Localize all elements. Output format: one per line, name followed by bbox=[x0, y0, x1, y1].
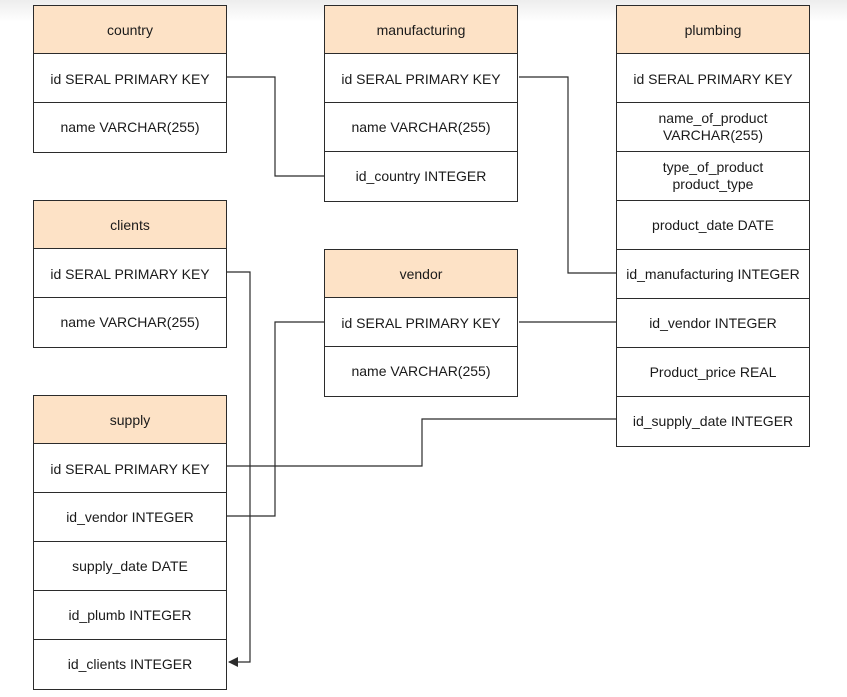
field-label: id SERAL PRIMARY KEY bbox=[341, 71, 501, 87]
field-label: id_vendor INTEGER bbox=[66, 508, 194, 525]
field-row[interactable]: id_country INTEGER bbox=[325, 152, 517, 201]
field-row[interactable]: type_of_product product_type bbox=[617, 152, 809, 201]
field-row[interactable]: product_date DATE bbox=[617, 201, 809, 250]
field-label: id_plumb INTEGER bbox=[68, 606, 192, 623]
entity-vendor[interactable]: vendor id SERAL PRIMARY KEY name VARCHAR… bbox=[324, 249, 518, 397]
field-row[interactable]: id_plumb INTEGER bbox=[34, 591, 226, 640]
field-label: name VARCHAR(255) bbox=[351, 363, 491, 379]
connector-manufacturing-plumbing bbox=[519, 76, 616, 274]
entity-supply[interactable]: supply id SERAL PRIMARY KEY id_vendor IN… bbox=[33, 395, 227, 690]
field-label: name VARCHAR(255) bbox=[60, 314, 200, 330]
field-row[interactable]: id_vendor INTEGER bbox=[617, 299, 809, 348]
entity-title: supply bbox=[34, 396, 226, 444]
field-row[interactable]: Product_price REAL bbox=[617, 348, 809, 397]
field-label: id SERAL PRIMARY KEY bbox=[50, 266, 210, 282]
connector-clients-supply bbox=[227, 271, 251, 667]
entity-title: country bbox=[34, 6, 226, 54]
entity-country[interactable]: country id SERAL PRIMARY KEY name VARCHA… bbox=[33, 5, 227, 153]
field-label: id_vendor INTEGER bbox=[649, 314, 777, 331]
field-row[interactable]: name VARCHAR(255) bbox=[325, 347, 517, 396]
field-label: supply_date DATE bbox=[72, 557, 188, 574]
entity-plumbing[interactable]: plumbing id SERAL PRIMARY KEY name_of_pr… bbox=[616, 5, 810, 447]
field-label: name VARCHAR(255) bbox=[60, 119, 200, 135]
connector-supply-plumbing bbox=[227, 418, 616, 467]
field-row[interactable]: id_supply_date INTEGER bbox=[617, 397, 809, 446]
entity-manufacturing[interactable]: manufacturing id SERAL PRIMARY KEY name … bbox=[324, 5, 518, 202]
connector-country-manufacturing bbox=[227, 76, 324, 177]
field-label: type_of_product product_type bbox=[662, 159, 764, 192]
field-label: name_of_product VARCHAR(255) bbox=[658, 110, 768, 143]
field-row[interactable]: id_manufacturing INTEGER bbox=[617, 250, 809, 299]
field-label: id_supply_date INTEGER bbox=[632, 413, 794, 429]
field-row[interactable]: id SERAL PRIMARY KEY bbox=[34, 54, 226, 103]
entity-title: manufacturing bbox=[325, 6, 517, 54]
entity-clients[interactable]: clients id SERAL PRIMARY KEY name VARCHA… bbox=[33, 200, 227, 348]
field-row[interactable]: name VARCHAR(255) bbox=[325, 103, 517, 152]
connector-vendor-supply bbox=[227, 321, 324, 517]
field-row[interactable]: id SERAL PRIMARY KEY bbox=[325, 298, 517, 347]
field-row[interactable]: name VARCHAR(255) bbox=[34, 103, 226, 152]
entity-title: plumbing bbox=[617, 6, 809, 54]
field-row[interactable]: id SERAL PRIMARY KEY bbox=[617, 54, 809, 103]
field-row[interactable]: name VARCHAR(255) bbox=[34, 298, 226, 347]
field-label: id SERAL PRIMARY KEY bbox=[50, 461, 210, 477]
field-row[interactable]: supply_date DATE bbox=[34, 542, 226, 591]
field-label: Product_price REAL bbox=[649, 363, 777, 380]
field-row[interactable]: id_clients INTEGER bbox=[34, 640, 226, 689]
field-label: id_clients INTEGER bbox=[67, 656, 193, 672]
field-label: id_country INTEGER bbox=[355, 168, 487, 184]
field-label: id_manufacturing INTEGER bbox=[626, 265, 800, 282]
field-label: id SERAL PRIMARY KEY bbox=[50, 71, 210, 87]
field-label: id SERAL PRIMARY KEY bbox=[341, 315, 501, 331]
entity-title: vendor bbox=[325, 250, 517, 298]
field-row[interactable]: id_vendor INTEGER bbox=[34, 493, 226, 542]
field-row[interactable]: id SERAL PRIMARY KEY bbox=[325, 54, 517, 103]
field-row[interactable]: id SERAL PRIMARY KEY bbox=[34, 444, 226, 493]
field-label: id SERAL PRIMARY KEY bbox=[633, 71, 793, 87]
field-label: product_date DATE bbox=[652, 216, 774, 233]
entity-title: clients bbox=[34, 201, 226, 249]
field-row[interactable]: id SERAL PRIMARY KEY bbox=[34, 249, 226, 298]
field-label: name VARCHAR(255) bbox=[351, 118, 491, 135]
field-row[interactable]: name_of_product VARCHAR(255) bbox=[617, 103, 809, 152]
